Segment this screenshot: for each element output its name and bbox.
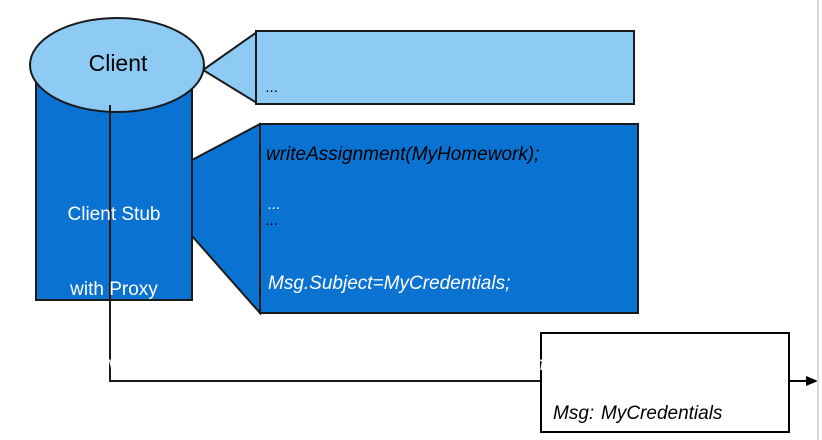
- client-stub-label-line-2: with Proxy: [70, 279, 158, 300]
- client-stub-label-line-3: (here without: [59, 354, 169, 375]
- client-stub-label-line-1: Client Stub: [67, 204, 161, 225]
- message-box: [540, 332, 790, 433]
- callout-tail-light: [201, 30, 258, 105]
- callout-dark-code-group: ... Msg.Subject=MyCredentials; Msg.Metho…: [268, 140, 634, 440]
- message-box-content: Msg: MyCredentials writeAssignment_Id My…: [553, 341, 783, 440]
- callout-light-line-3: ...: [266, 212, 279, 229]
- callout-box-light: [255, 30, 635, 105]
- message-row-1: Msg: MyCredentials: [553, 399, 783, 428]
- client-stub-label-line-4: PEP and PDP): [51, 429, 177, 440]
- callout-light-line-2: writeAssignment(MyHomework);: [266, 144, 540, 165]
- callout-dark-line-2: Msg.Subject=MyCredentials;: [268, 273, 511, 294]
- client-stub-label-group: Client Stub with Proxy (here without PEP…: [30, 152, 198, 440]
- client-ellipse: [29, 17, 205, 113]
- callout-light-code-group: ... writeAssignment(MyHomework); ...: [266, 33, 626, 276]
- message-key-label: Msg:: [553, 403, 595, 424]
- client-node-label: Client: [88, 50, 148, 76]
- message-value-1: MyCredentials: [601, 403, 723, 424]
- callout-box-dark: [259, 123, 639, 314]
- callout-dark-line-4: Msg.Params= MyHomework;: [268, 432, 634, 440]
- arrowhead-icon: [806, 376, 818, 386]
- callout-tail-dark: [191, 122, 261, 316]
- callout-dark-line-1: ...: [268, 196, 281, 213]
- callout-dark-line-3: Msg.Method_Id=writeAssignment_Id;: [268, 354, 582, 375]
- connector-stub-to-message: [109, 300, 541, 382]
- callout-light-line-1: ...: [266, 79, 279, 96]
